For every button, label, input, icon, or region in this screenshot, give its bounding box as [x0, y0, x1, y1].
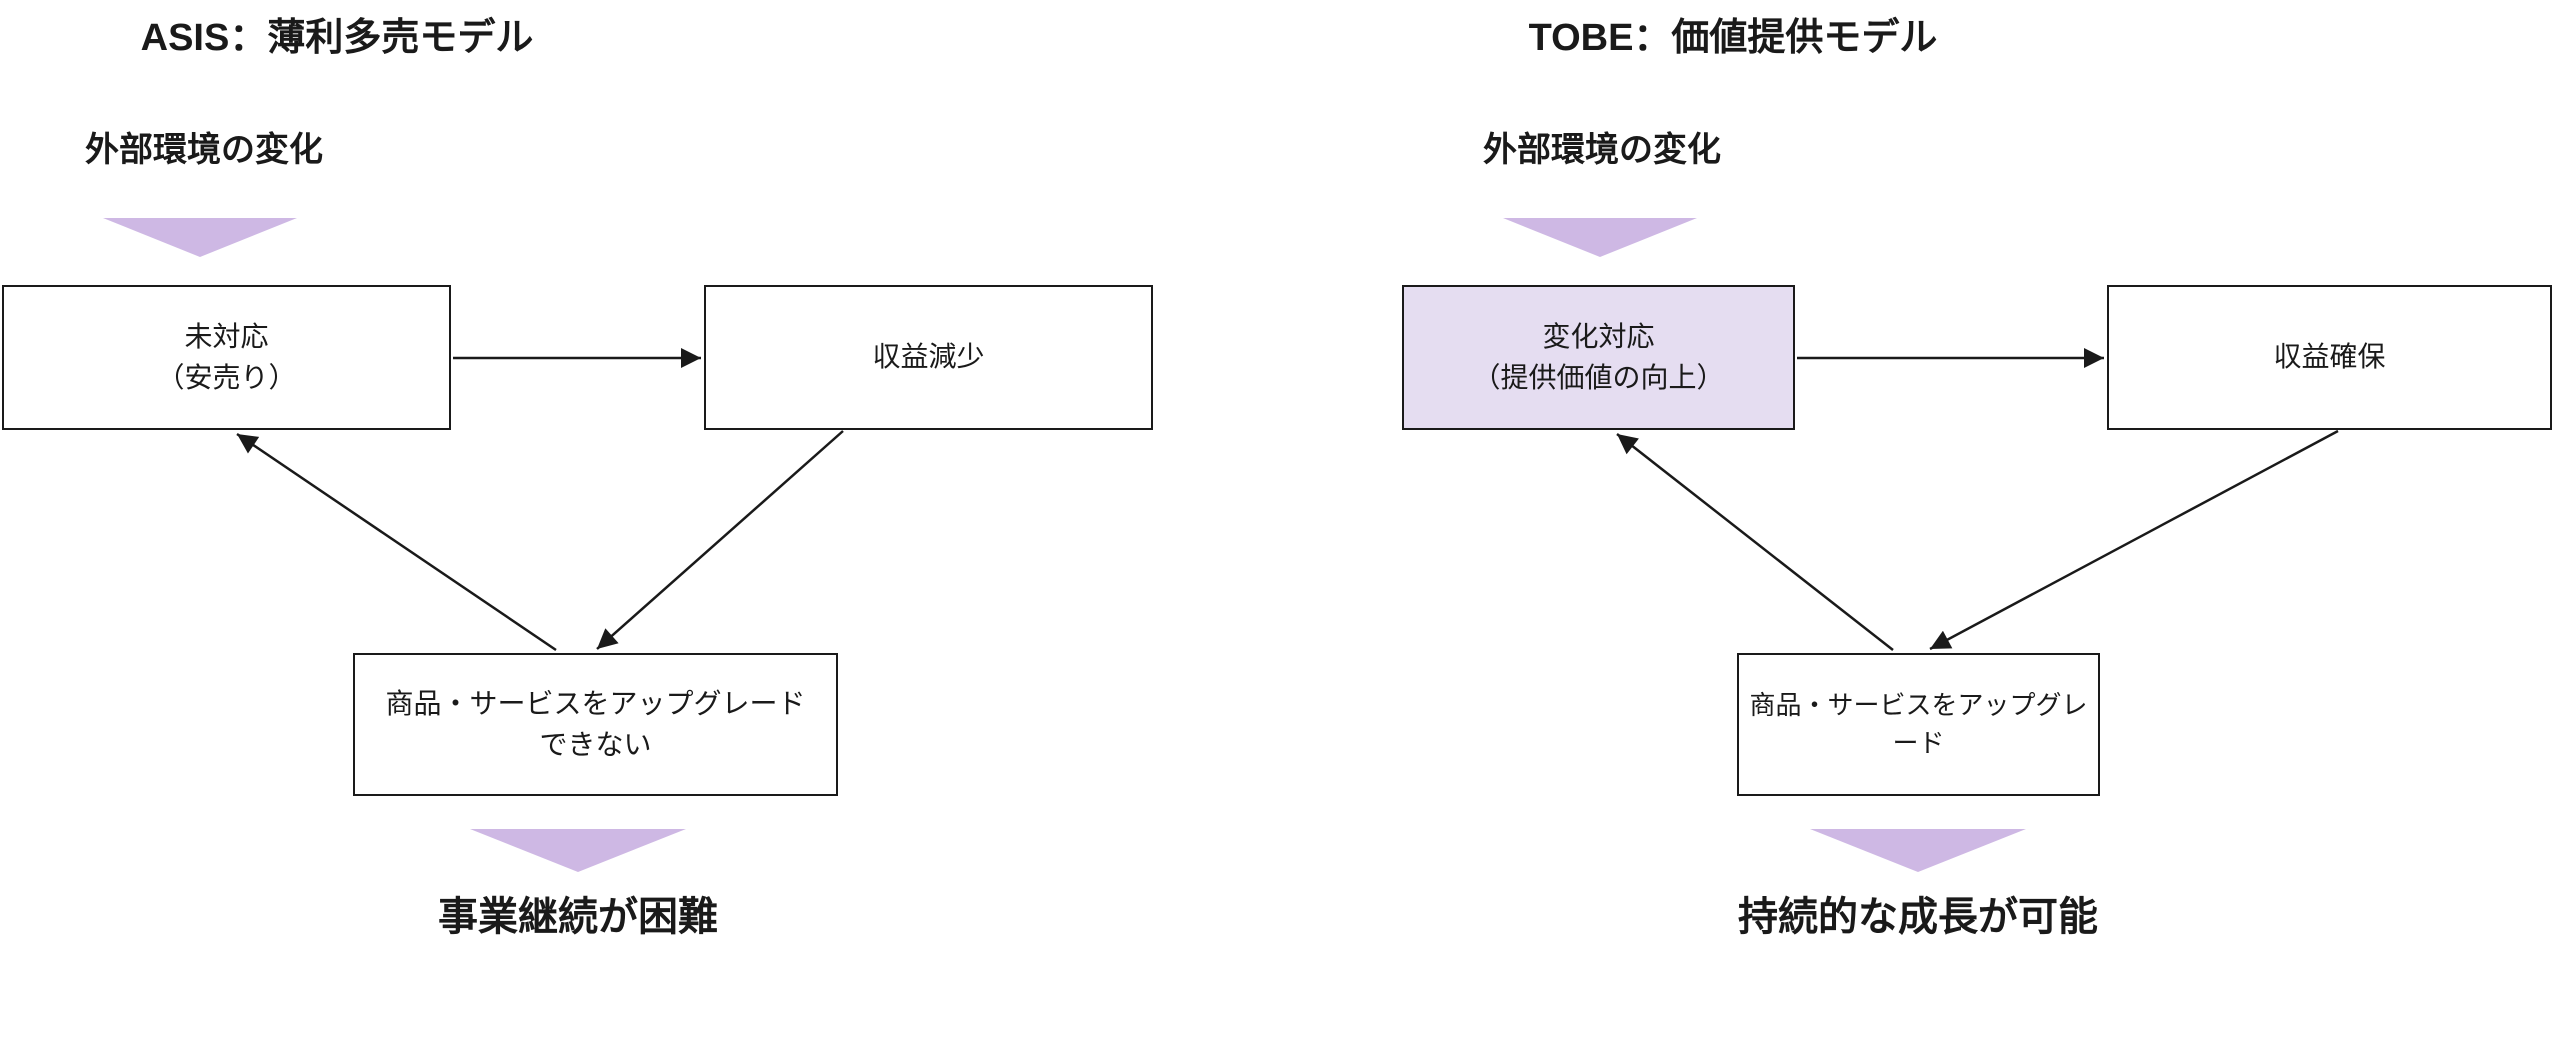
arrow-asis-box2-to-box3	[596, 430, 844, 650]
tobe-top-down-triangle-icon	[1503, 218, 1697, 257]
asis-bottom-down-triangle-icon	[470, 829, 686, 872]
asis-title: ASIS：薄利多売モデル	[140, 17, 534, 59]
asis-conclusion: 事業継続が困難	[438, 895, 718, 939]
tobe-box-secure-revenue: 収益確保	[2107, 285, 2552, 430]
asis-env-change-label: 外部環境の変化	[85, 131, 323, 169]
asis-top-down-triangle-icon	[103, 218, 297, 257]
arrow-tobe-box3-to-box1	[1616, 433, 1894, 651]
tobe-box-adapt-line2: （提供価値の向上）	[1472, 361, 1725, 393]
asis-box-revenue-decline: 収益減少	[704, 285, 1153, 430]
arrow-asis-box3-to-box1	[236, 432, 557, 652]
tobe-box-upgrade-line1: 商品・サービスをアップグレード	[1749, 689, 2088, 758]
tobe-box-secure-revenue-label: 収益確保	[2273, 341, 2386, 373]
asis-box-no-response: 未対応 （安売り）	[2, 285, 451, 430]
tobe-conclusion: 持続的な成長が可能	[1738, 895, 2098, 939]
tobe-box-adapt-to-change: 変化対応 （提供価値の向上）	[1402, 285, 1795, 430]
tobe-box-upgrade: 商品・サービスをアップグレード	[1737, 653, 2100, 796]
asis-box-cannot-upgrade-line2: できない	[539, 728, 652, 760]
tobe-bottom-down-triangle-icon	[1810, 829, 2026, 872]
tobe-title: TOBE：価値提供モデル	[1528, 17, 1938, 59]
asis-box-cannot-upgrade: 商品・サービスをアップグレード できない	[353, 653, 838, 796]
tobe-box-adapt-line1: 変化対応	[1542, 320, 1655, 352]
tobe-env-change-label: 外部環境の変化	[1483, 131, 1721, 169]
asis-box-no-response-line1: 未対応	[184, 320, 269, 352]
arrow-tobe-box2-to-box3	[1929, 429, 2339, 651]
asis-box-revenue-decline-label: 収益減少	[872, 341, 985, 373]
asis-box-cannot-upgrade-line1: 商品・サービスをアップグレード	[385, 687, 806, 719]
asis-box-no-response-line2: （安売り）	[156, 361, 297, 393]
